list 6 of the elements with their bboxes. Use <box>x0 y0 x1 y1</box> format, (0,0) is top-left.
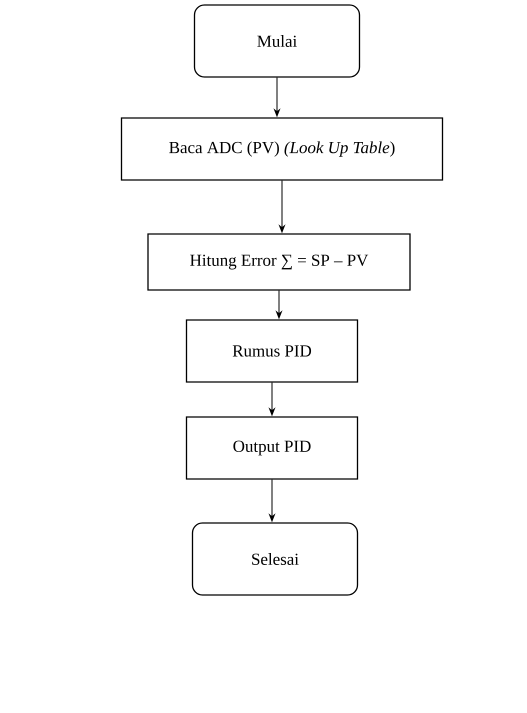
terminal-box: Selesai <box>192 522 358 596</box>
process-box: Output PID <box>186 416 358 480</box>
terminal-box: Mulai <box>194 4 360 78</box>
process-box: Rumus PID <box>186 319 358 383</box>
process-box: Baca ADC (PV) (Look Up Table) <box>120 117 444 181</box>
process-box: Hitung Error ∑ = SP – PV <box>147 233 411 291</box>
